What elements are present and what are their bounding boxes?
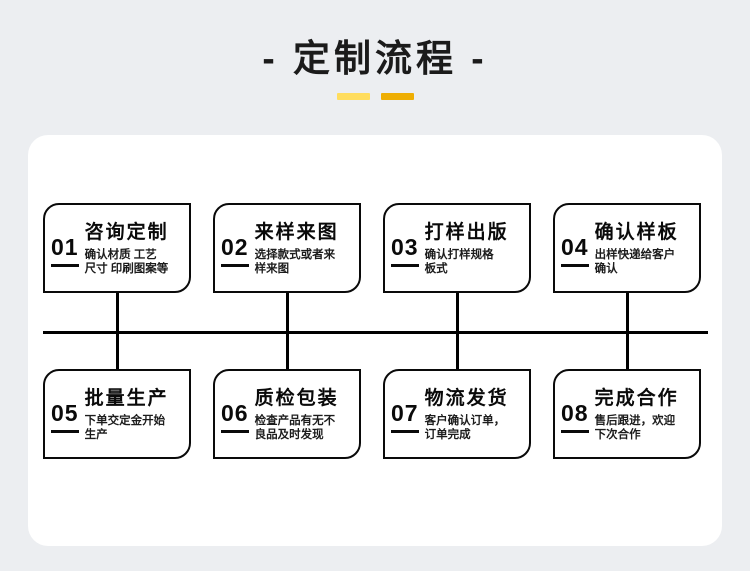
flow-step-number: 04 [561, 234, 589, 267]
flow-step-description: 确认打样规格板式 [424, 248, 494, 275]
flow-step-title: 确认样板 [594, 221, 679, 243]
flow-step-title: 质检包装 [254, 387, 339, 409]
title-underline-dashes [0, 93, 750, 100]
page-title: - 定制流程 - [262, 38, 488, 79]
dash-light-decoration [336, 93, 370, 100]
flow-step-description: 确认材质 工艺尺寸 印刷图案等 [84, 248, 169, 275]
flow-step-number: 03 [391, 234, 419, 267]
flow-step-body: 咨询定制确认材质 工艺尺寸 印刷图案等 [85, 221, 185, 276]
flow-step-description: 客户确认订单，订单完成 [424, 414, 506, 441]
dash-dark-decoration [380, 93, 414, 100]
flow-step-title: 来样来图 [254, 221, 339, 243]
flow-step-number: 07 [391, 400, 419, 433]
flow-step-body: 完成合作售后跟进，欢迎下次合作 [595, 387, 695, 442]
flow-spine-line [43, 331, 708, 334]
flow-step-description: 售后跟进，欢迎下次合作 [594, 414, 676, 441]
flow-step-body: 确认样板出样快递给客户确认 [595, 221, 695, 276]
flow-step-number: 06 [221, 400, 249, 433]
flow-step-description: 出样快递给客户确认 [594, 248, 676, 275]
flow-step-body: 来样来图选择款式或者来样来图 [255, 221, 355, 276]
page-title-block: - 定制流程 - [0, 34, 750, 100]
flow-step-title: 物流发货 [424, 387, 509, 409]
flow-step-title: 完成合作 [594, 387, 679, 409]
flow-step-number: 05 [51, 400, 79, 433]
flow-step-body: 质检包装检查产品有无不良品及时发现 [255, 387, 355, 442]
flow-step-number: 01 [51, 234, 79, 267]
flow-step-number: 02 [221, 234, 249, 267]
flow-step-number: 08 [561, 400, 589, 433]
flow-step-title: 咨询定制 [84, 221, 169, 243]
flow-step-body: 物流发货客户确认订单，订单完成 [425, 387, 525, 442]
flow-step-body: 打样出版确认打样规格板式 [425, 221, 525, 276]
flow-step-title: 批量生产 [84, 387, 169, 409]
flow-step-body: 批量生产下单交定金开始生产 [85, 387, 185, 442]
flow-step-description: 下单交定金开始生产 [84, 414, 166, 441]
flow-step-title: 打样出版 [424, 221, 509, 243]
flow-step-description: 选择款式或者来样来图 [254, 248, 336, 275]
flow-step-description: 检查产品有无不良品及时发现 [254, 414, 336, 441]
